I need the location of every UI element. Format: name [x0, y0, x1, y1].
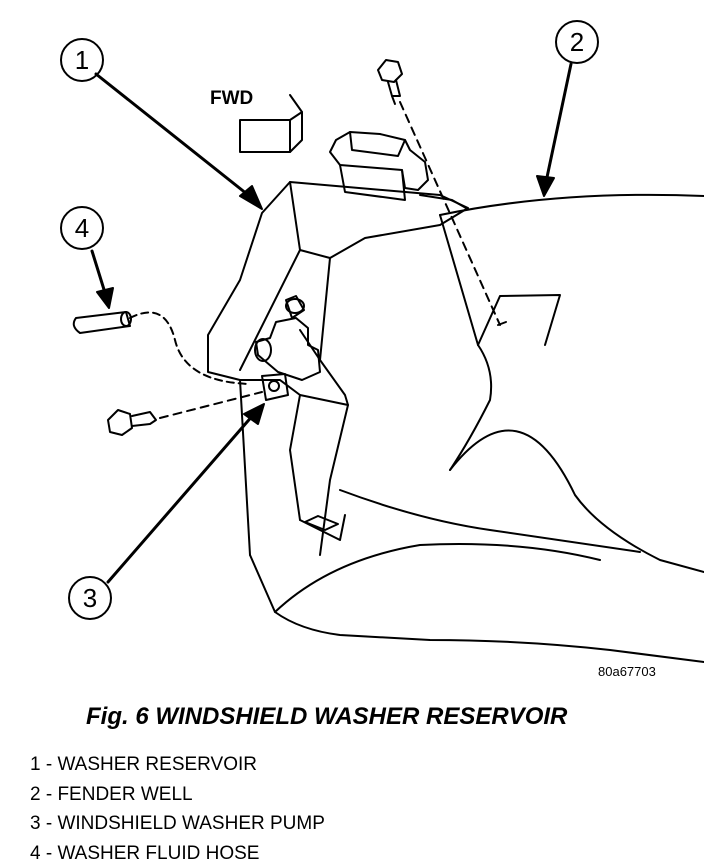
legend-item: 4 - WASHER FLUID HOSE: [30, 839, 325, 868]
callout-2: 2: [537, 21, 598, 196]
legend-item: 2 - FENDER WELL: [30, 780, 325, 810]
callout-1-number: 1: [75, 45, 89, 75]
legend-item: 3 - WINDSHIELD WASHER PUMP: [30, 809, 325, 839]
washer-fluid-hose: [74, 312, 250, 384]
callout-1: 1: [61, 39, 262, 209]
callout-3-number: 3: [83, 583, 97, 613]
callout-4: 4: [61, 207, 113, 308]
legend-list: 1 - WASHER RESERVOIR 2 - FENDER WELL 3 -…: [30, 750, 325, 868]
fwd-label: FWD: [210, 88, 253, 109]
callout-4-number: 4: [75, 213, 89, 243]
callout-2-number: 2: [570, 27, 584, 57]
figure-code: 80a67703: [598, 664, 656, 679]
reservoir-diagram: FWD 1 2 4 3 80a67703: [0, 0, 704, 690]
legend-item: 1 - WASHER RESERVOIR: [30, 750, 325, 780]
top-bolt: [378, 60, 506, 325]
callout-3: 3: [69, 404, 264, 619]
side-bolt: [108, 392, 262, 435]
fender-well: [250, 195, 704, 662]
figure-caption: Fig. 6 WINDSHIELD WASHER RESERVOIR: [86, 703, 567, 731]
fwd-indicator: FWD: [210, 88, 302, 152]
